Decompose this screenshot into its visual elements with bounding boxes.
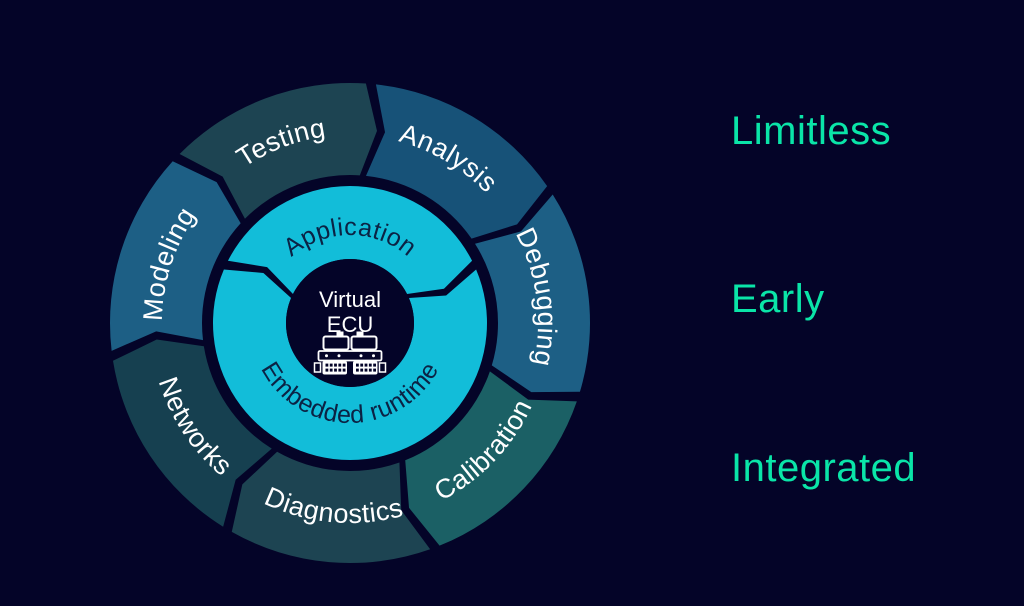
wheel-segment-application xyxy=(227,185,473,294)
center-label-line2: ECU xyxy=(327,312,373,337)
wheel-segment-diagnostics xyxy=(231,451,431,563)
keyword-integrated: Integrated xyxy=(731,446,917,490)
wheel-segment-testing xyxy=(179,83,377,219)
center-label-line1: Virtual xyxy=(319,287,381,312)
keyword-early: Early xyxy=(731,277,825,321)
wheel-segment-networks xyxy=(112,339,272,527)
wheel-segment-embedded-runtime xyxy=(212,269,487,460)
wheel-segment-debugging xyxy=(475,194,591,393)
keyword-limitless: Limitless xyxy=(731,109,892,153)
wheel-segment-calibration xyxy=(405,371,577,546)
wheel-segment-analysis xyxy=(365,84,548,239)
virtual-ecu-device-icon xyxy=(313,331,387,375)
wheel-segment-modeling xyxy=(110,161,241,351)
